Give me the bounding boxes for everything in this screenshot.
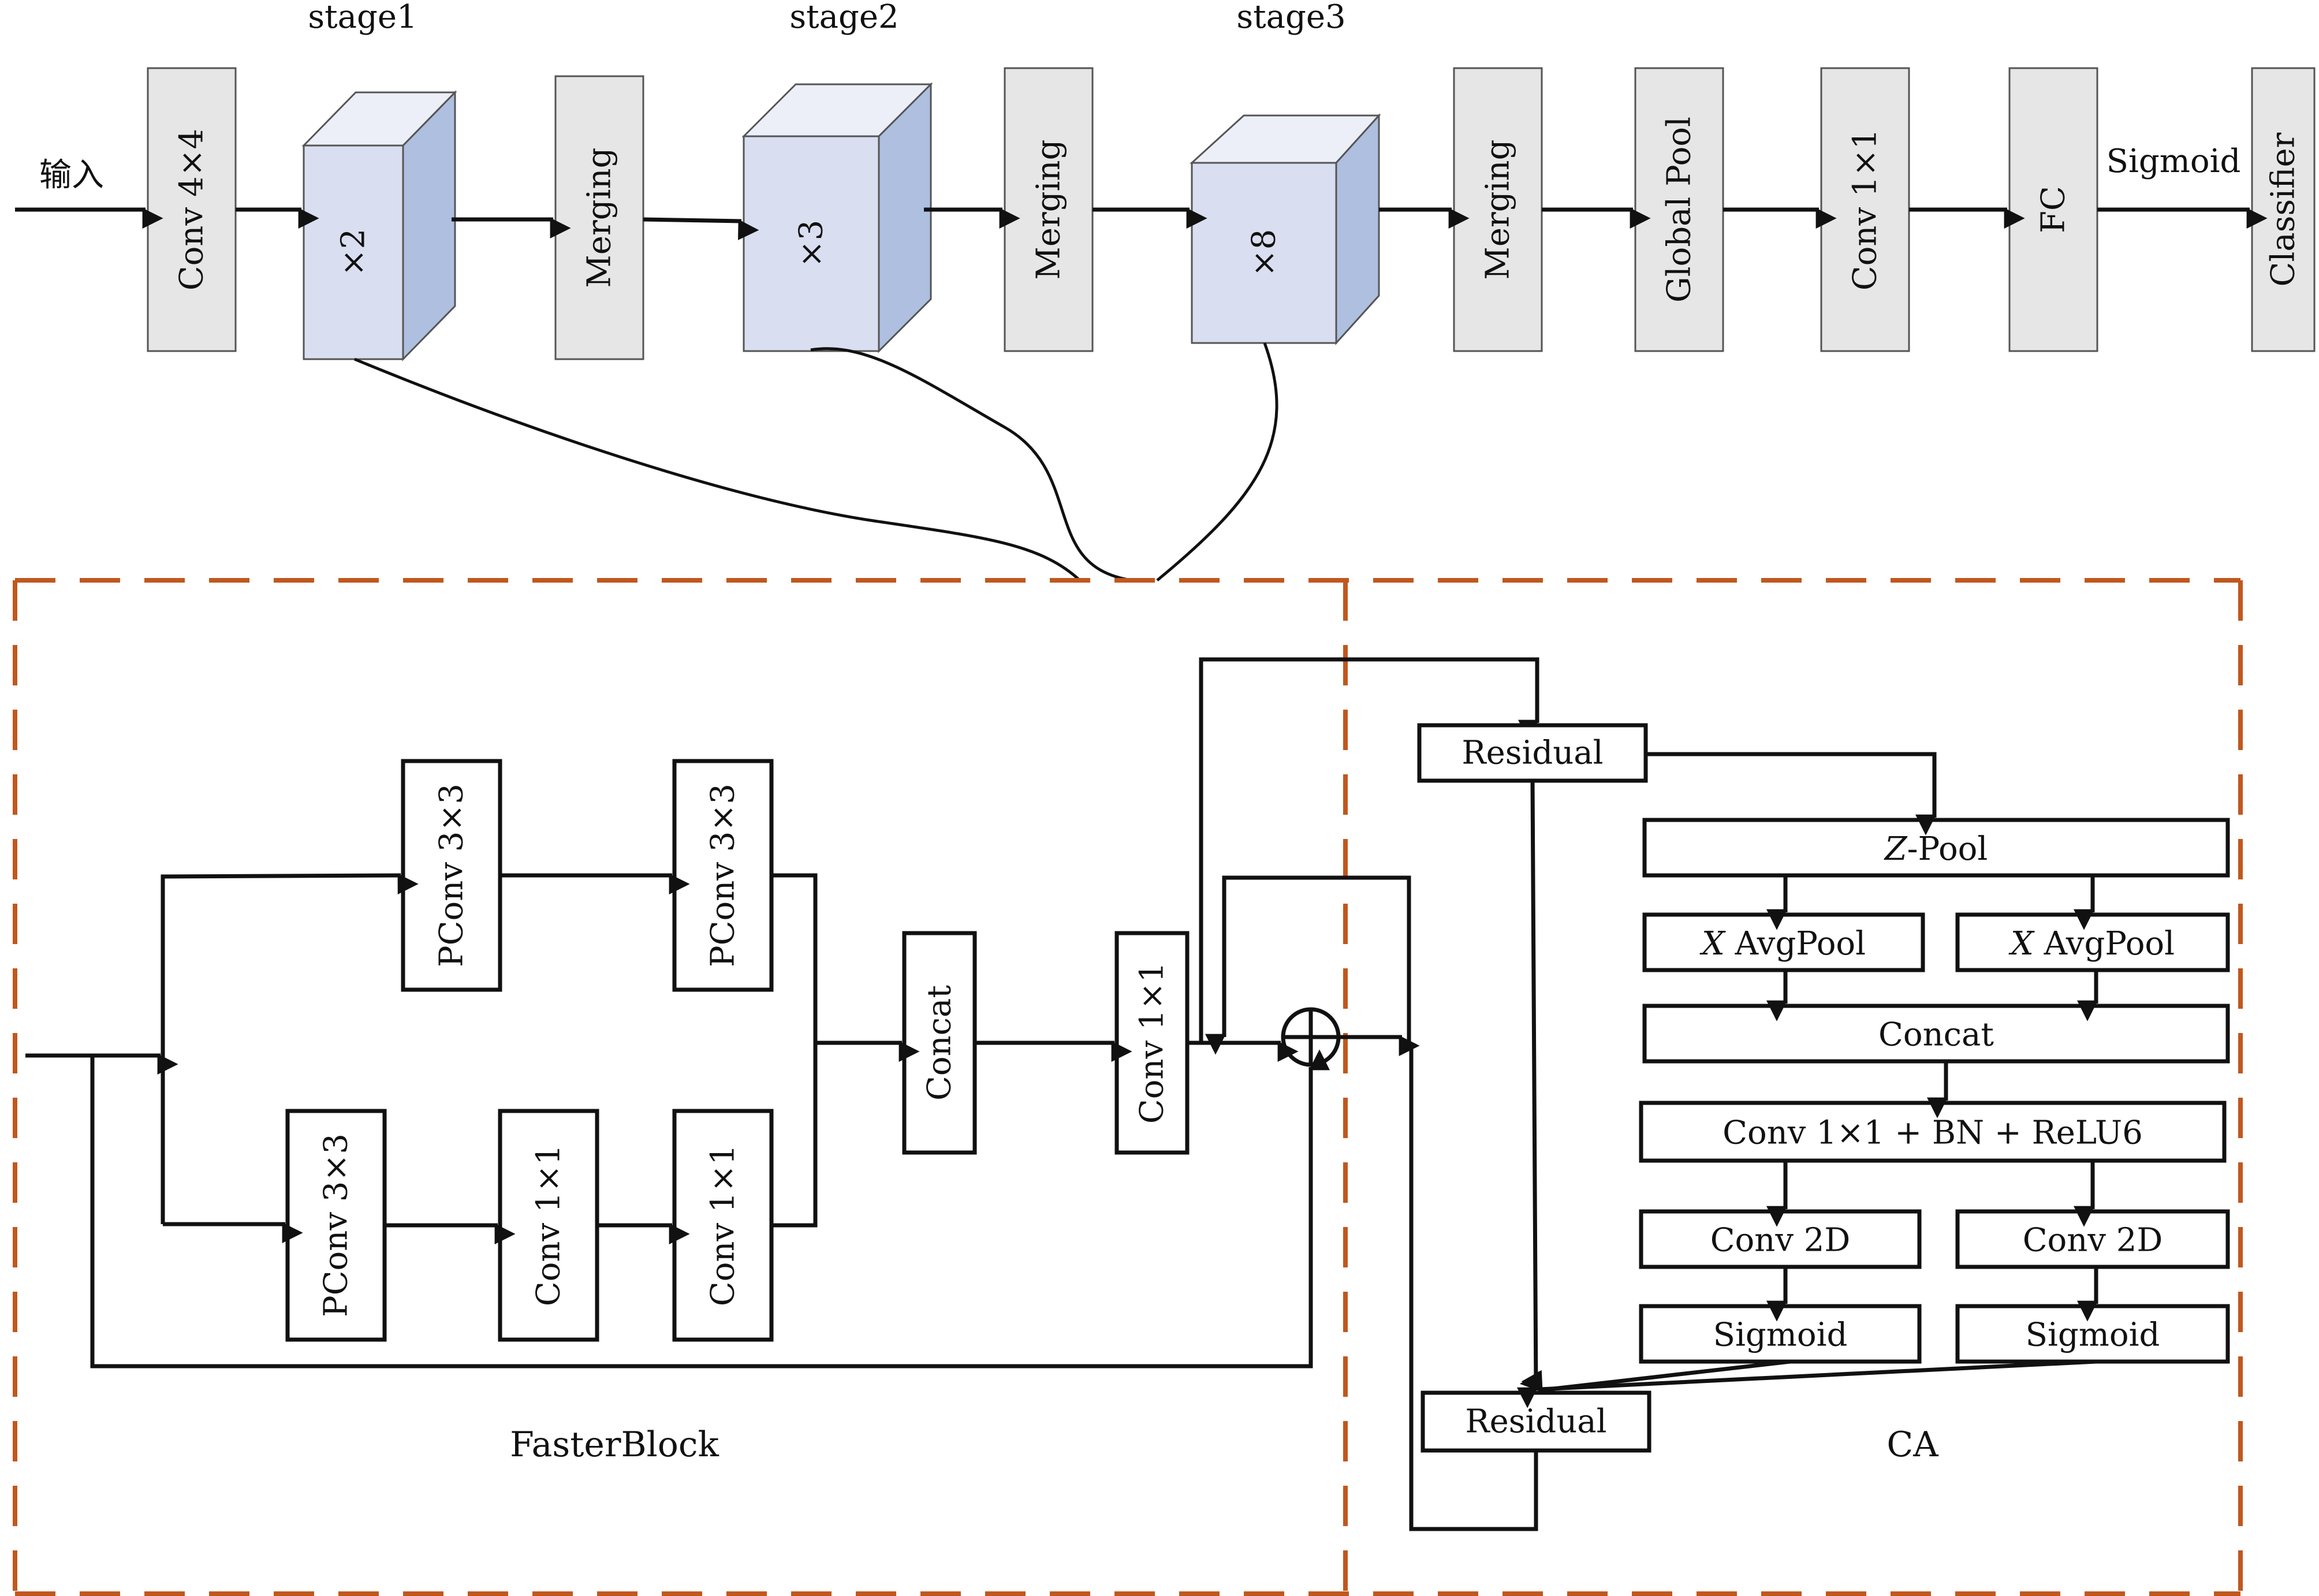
zpool-rest: -Pool [1907, 830, 1988, 868]
x-avgpool-left-italic: X [1699, 925, 1726, 963]
conv-bottom-1-block: Conv 1×1 [498, 1109, 599, 1342]
conv1x1-head-label: Conv 1×1 [1847, 129, 1884, 290]
conv2d-right-label: Conv 2D [2023, 1222, 2163, 1259]
detail-region-borders [13, 578, 2243, 1596]
merging-2-label: Merging [1030, 140, 1068, 280]
sigmoid-left-block: Sigmoid [1639, 1304, 1922, 1364]
conv-bn-relu-block: Conv 1×1 + BN + ReLU6 [1639, 1101, 2227, 1163]
merging-block-2: Merging [1004, 67, 1094, 352]
stage1-cube: ×2 [301, 90, 457, 361]
conv-bottom-2-label: Conv 1×1 [704, 1144, 742, 1306]
merging-block-1: Merging [554, 75, 644, 360]
fc-block: FC [2008, 67, 2098, 352]
x-avgpool-right-rest: AvgPool [2034, 925, 2175, 963]
stage-detail-connectors [354, 342, 1278, 582]
x-avgpool-right-italic: X [2008, 925, 2035, 963]
fb-conv-out-label: Conv 1×1 [1134, 962, 1171, 1124]
fasterblock-panel: FasterBlock PConv 3×3 PConv 3×3 PConv 3×… [25, 657, 1539, 1465]
x-avgpool-right-block: X AvgPool [1955, 912, 2230, 972]
merging-3-label: Merging [1479, 140, 1517, 280]
stage2-cube: ×3 [741, 82, 933, 353]
fb-concat-block: Concat [902, 931, 977, 1155]
conv2d-left-label: Conv 2D [1710, 1222, 1851, 1259]
conv1x1-head-block: Conv 1×1 [1820, 67, 1910, 352]
conv-bn-relu-label: Conv 1×1 + BN + ReLU6 [1723, 1114, 2143, 1152]
ca-concat-block: Concat [1642, 1004, 2230, 1064]
pconv-bottom-label: PConv 3×3 [318, 1133, 355, 1317]
stage1-label: stage1 [308, 0, 417, 36]
sigmoid-head-label: Sigmoid [2107, 143, 2241, 180]
x-avgpool-left-block: X AvgPool [1642, 912, 1925, 972]
conv4x4-block: Conv 4×4 [147, 67, 237, 352]
residual-top-label: Residual [1462, 734, 1603, 772]
sigmoid-right-block: Sigmoid [1955, 1304, 2230, 1364]
zpool-italic: Z [1884, 830, 1908, 868]
zpool-label: Z-Pool [1884, 830, 1988, 868]
residual-top-block: Residual [1417, 723, 1648, 783]
pconv-top-1-label: PConv 3×3 [433, 784, 471, 967]
global-pool-block: Global Pool [1634, 67, 1724, 352]
x-avgpool-right-label: X AvgPool [2008, 925, 2175, 963]
global-pool-label: Global Pool [1661, 117, 1698, 303]
stage3-cube: ×8 [1190, 113, 1381, 345]
input-label: 输入 [39, 156, 104, 194]
fasterblock-title: FasterBlock [510, 1425, 719, 1465]
ca-title: CA [1886, 1425, 1938, 1465]
classifier-label: Classifier [2265, 132, 2302, 286]
x-avgpool-left-label: X AvgPool [1699, 925, 1866, 963]
backbone-pipeline: 输入 stage1 stage2 stage3 Conv 4×4 ×2 Merg… [15, 0, 2316, 582]
pconv-bottom-block: PConv 3×3 [285, 1109, 387, 1342]
stage3-repeat: ×8 [1246, 229, 1283, 277]
ca-connectors [1409, 752, 2098, 1531]
pconv-top-1-block: PConv 3×3 [401, 759, 502, 992]
pipeline-arrows [15, 207, 2268, 240]
ca-panel: CA Residual Z-Pool X AvgPool X AvgPool C… [1409, 723, 2230, 1531]
conv4x4-label: Conv 4×4 [173, 129, 211, 290]
conv2d-right-block: Conv 2D [1955, 1209, 2230, 1269]
residual-bottom-label: Residual [1465, 1403, 1606, 1441]
merging-1-label: Merging [581, 148, 618, 288]
zpool-block: Z-Pool [1642, 818, 2230, 878]
conv-bottom-2-block: Conv 1×1 [672, 1109, 774, 1342]
stage3-label: stage3 [1236, 0, 1345, 36]
pconv-top-2-label: PConv 3×3 [704, 784, 742, 967]
fasterblock-connectors [25, 657, 1539, 1368]
merging-block-3: Merging [1453, 67, 1543, 352]
classifier-block: Classifier [2251, 67, 2316, 352]
stage2-repeat: ×3 [793, 220, 830, 268]
sigmoid-right-label: Sigmoid [2026, 1317, 2160, 1354]
sigmoid-left-label: Sigmoid [1713, 1317, 1848, 1354]
fc-label: FC [2035, 186, 2072, 233]
ca-concat-label: Concat [1878, 1016, 1994, 1054]
conv2d-left-block: Conv 2D [1639, 1209, 1922, 1269]
residual-bottom-block: Residual [1421, 1390, 1651, 1453]
add-node: ⊕ [1281, 1007, 1341, 1067]
stage1-repeat: ×2 [335, 229, 372, 277]
stage2-label: stage2 [789, 0, 898, 36]
conv-bottom-1-label: Conv 1×1 [530, 1144, 568, 1306]
pconv-top-2-block: PConv 3×3 [672, 759, 774, 992]
fb-conv-out-block: Conv 1×1 [1114, 931, 1190, 1155]
fb-concat-label: Concat [921, 985, 959, 1101]
x-avgpool-left-rest: AvgPool [1725, 925, 1866, 963]
